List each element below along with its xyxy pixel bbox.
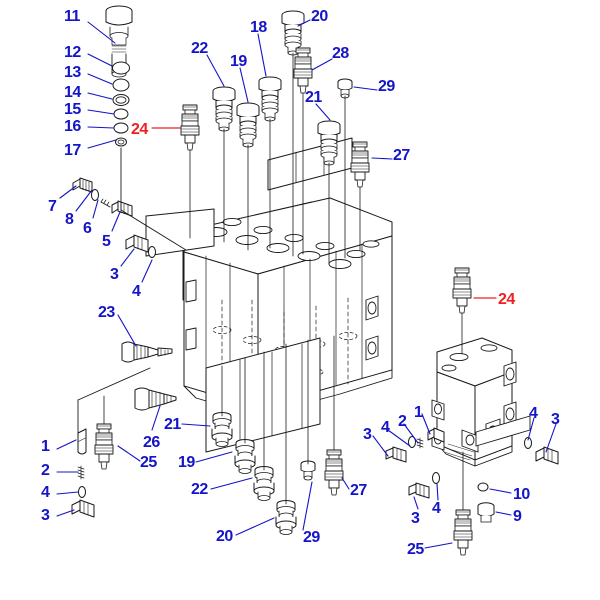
callout-16: 16 (64, 118, 81, 135)
callout-26: 26 (143, 434, 160, 451)
callout-10: 10 (513, 486, 530, 503)
callout-21: 21 (164, 416, 181, 433)
callout-23: 23 (98, 304, 115, 321)
callout-7: 7 (48, 198, 57, 215)
callout-4: 4 (432, 500, 441, 517)
callout-29: 29 (303, 529, 320, 546)
callout-24: 24 (131, 121, 148, 138)
callout-18: 18 (250, 19, 267, 36)
callout-25: 25 (407, 541, 424, 558)
callout-2: 2 (398, 413, 407, 430)
callout-27: 27 (393, 147, 410, 164)
callout-2: 2 (41, 462, 50, 479)
callout-20: 20 (216, 528, 233, 545)
callout-12: 12 (64, 44, 81, 61)
callout-29: 29 (378, 78, 395, 95)
callout-20: 20 (311, 8, 328, 25)
callout-24: 24 (498, 291, 515, 308)
callout-3: 3 (110, 266, 119, 283)
callout-28: 28 (332, 45, 349, 62)
callout-1: 1 (414, 404, 423, 421)
callout-19: 19 (178, 454, 195, 471)
callout-5: 5 (102, 233, 111, 250)
callout-4: 4 (41, 484, 50, 501)
callout-6: 6 (83, 220, 92, 237)
callout-27: 27 (350, 482, 367, 499)
callout-13: 13 (64, 64, 81, 81)
callout-3: 3 (411, 510, 420, 527)
callout-17: 17 (64, 142, 81, 159)
callout-19: 19 (230, 53, 247, 70)
callout-1: 1 (41, 438, 50, 455)
callout-15: 15 (64, 101, 81, 118)
callout-4: 4 (529, 405, 538, 422)
callout-22: 22 (191, 40, 208, 57)
callout-11: 11 (64, 8, 80, 25)
callout-9: 9 (513, 508, 522, 525)
callout-3: 3 (41, 507, 50, 524)
callout-3: 3 (551, 411, 560, 428)
callout-22: 22 (191, 481, 208, 498)
callout-3: 3 (363, 426, 372, 443)
callout-4: 4 (381, 419, 390, 436)
callout-4: 4 (132, 283, 141, 300)
callout-8: 8 (65, 211, 74, 228)
callout-25: 25 (140, 454, 157, 471)
callout-21: 21 (305, 89, 322, 106)
callout-14: 14 (64, 84, 81, 101)
